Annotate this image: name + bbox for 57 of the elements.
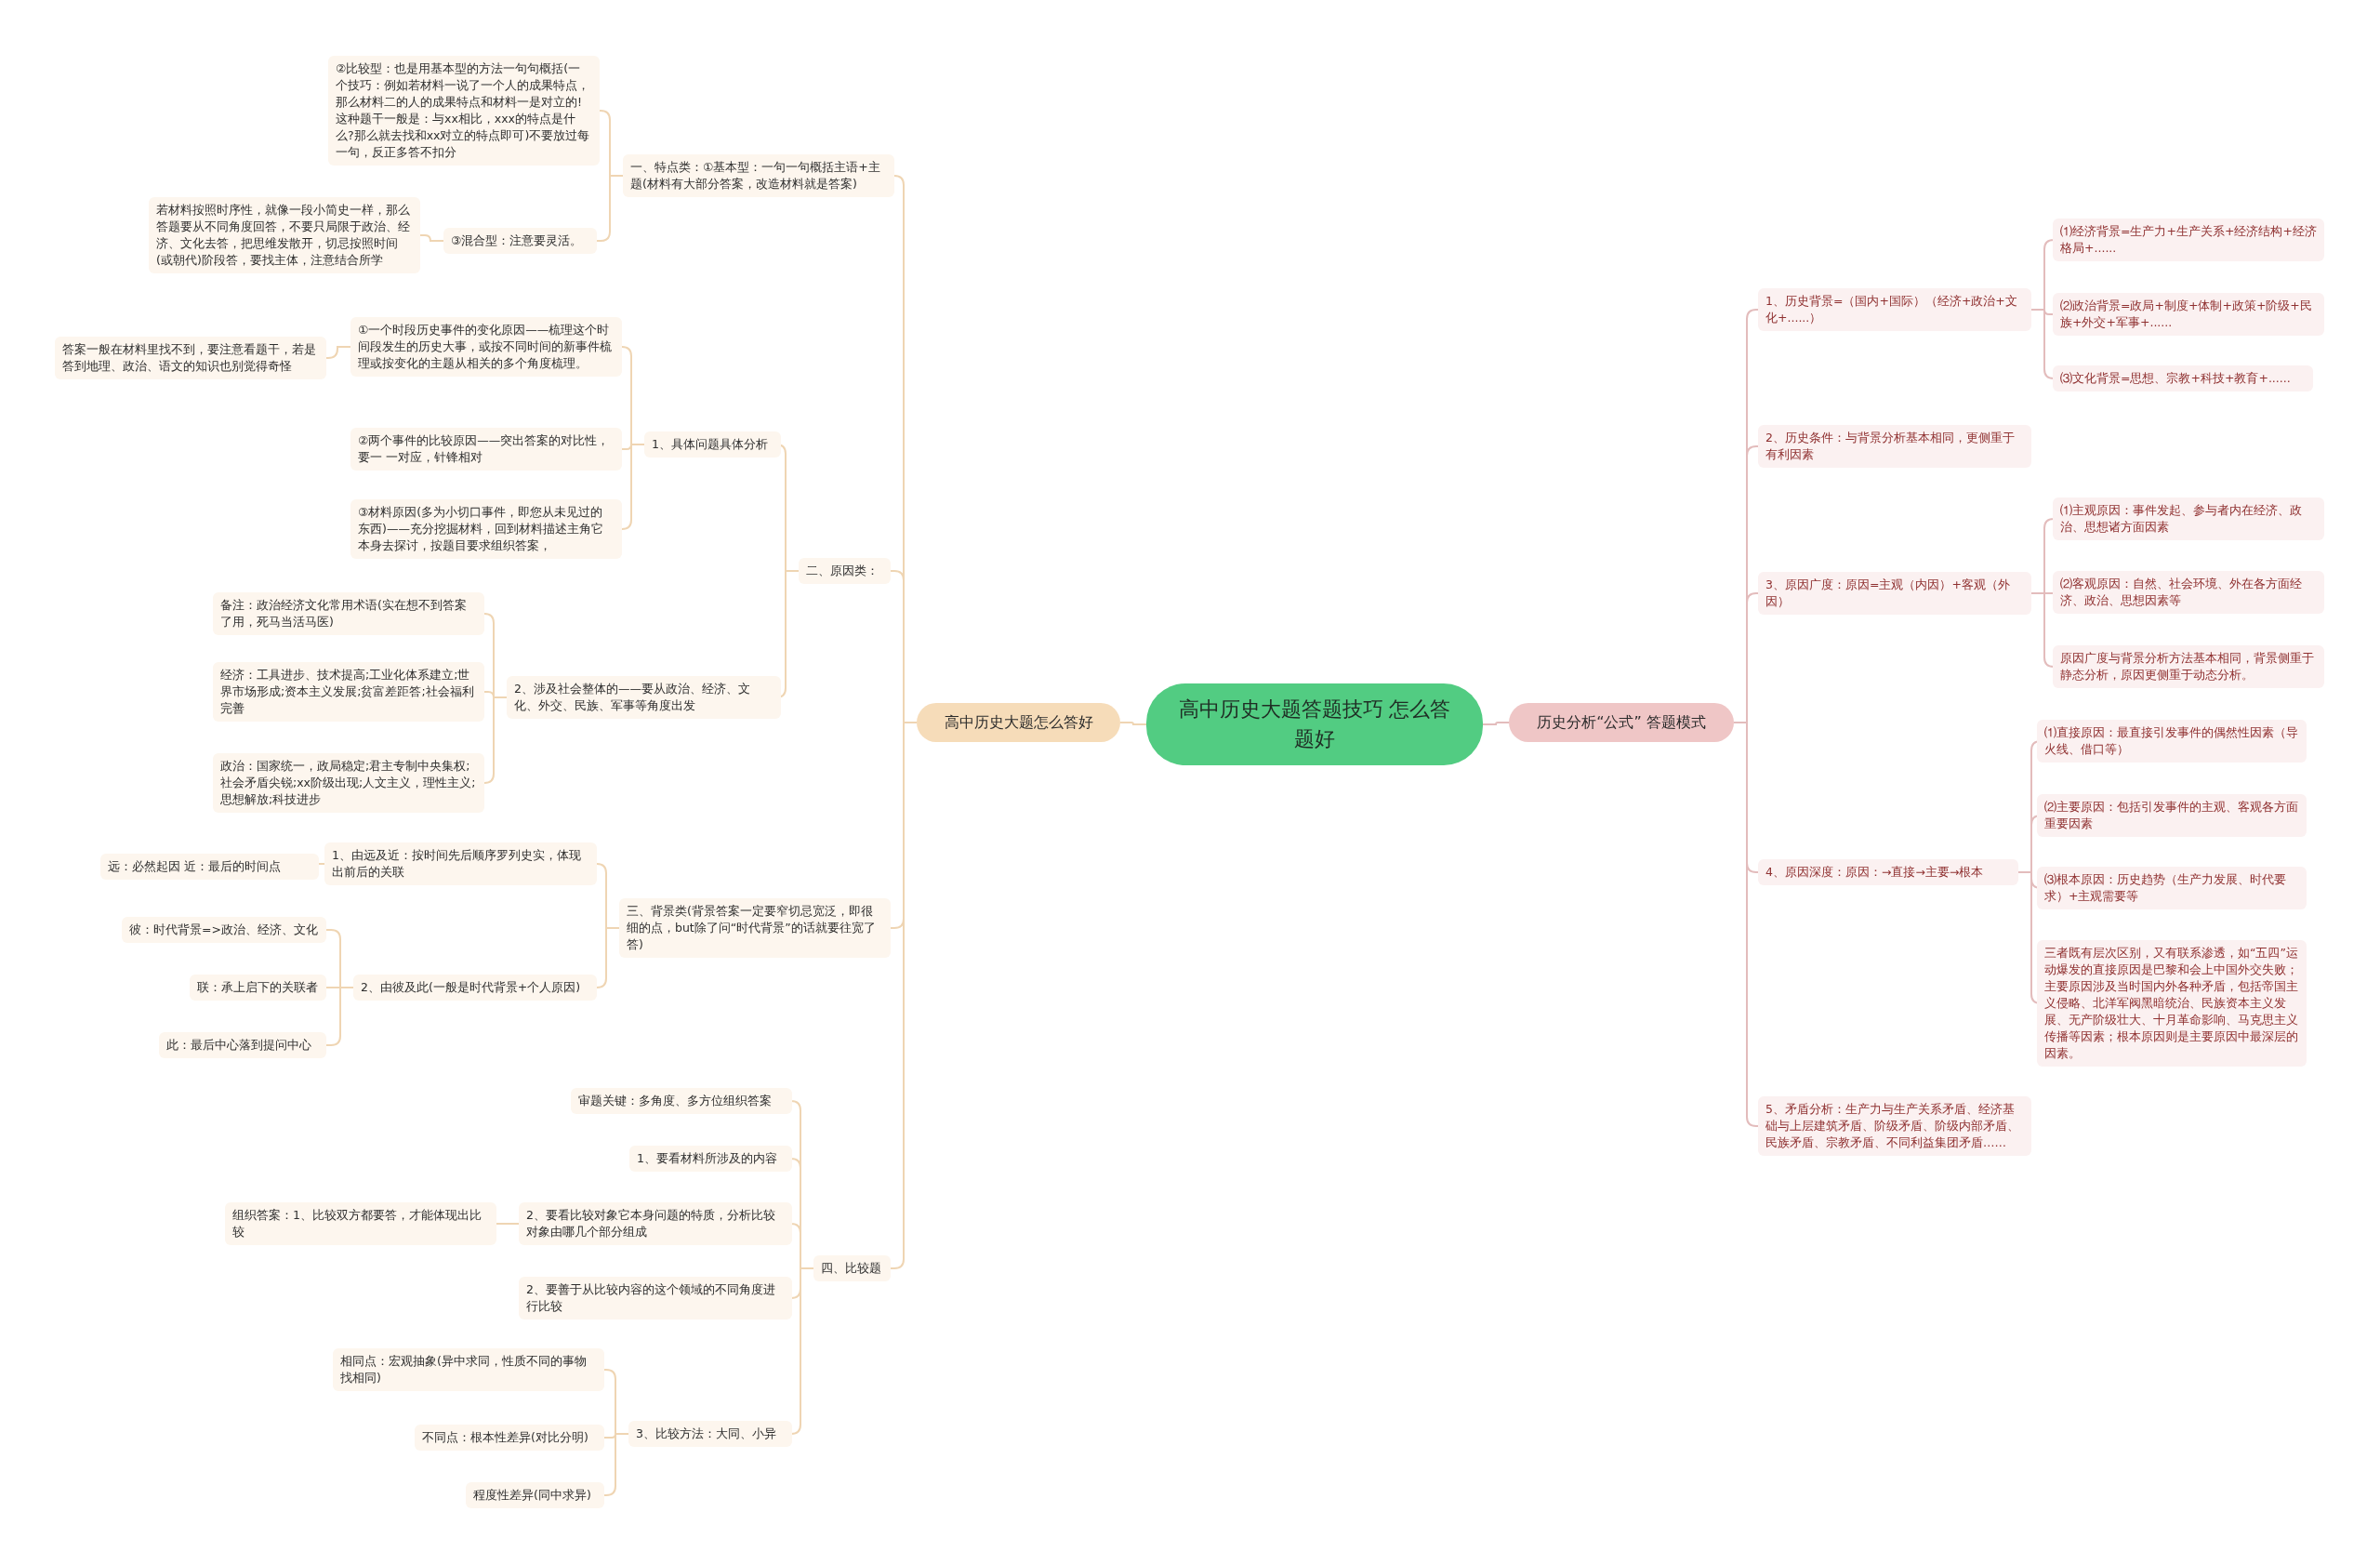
subtopic-box: 联：承上启下的关联者 [190, 975, 326, 1001]
subtopic-box: 经济：工具进步、技术提高;工业化体系建立;世界市场形成;资本主义发展;贫富差距答;社会福利完善 [213, 662, 484, 722]
subtopic-box: ①一个时段历史事件的变化原因——梳理这个时间段发生的历史大事，或按不同时间的新事件梳理或按变化的主题从相关的多个角度梳理。 [350, 317, 622, 377]
subtopic-box: 组织答案：1、比较双方都要答，才能体现出比较 [225, 1202, 496, 1245]
subtopic-box: 此：最后中心落到提问中心 [159, 1032, 326, 1058]
subtopic-box: ⑵主要原因：包括引发事件的主观、客观各方面重要因素 [2037, 794, 2307, 837]
subtopic-box: 1、历史背景=（国内+国际）（经济+政治+文化+......） [1758, 288, 2031, 331]
subtopic-box: 2、历史条件：与背景分析基本相同，更侧重于有利因素 [1758, 425, 2031, 468]
subtopic-box: 2、由彼及此(一般是时代背景+个人原因) [353, 975, 597, 1001]
connector-line [621, 444, 645, 530]
connector-line [596, 927, 620, 988]
subtopic-box: ⑶根本原因：历史趋势（生产力发展、时代要求）+主观需要等 [2037, 867, 2307, 909]
subtopic-box: ⑴经济背景=生产力+生产关系+经济结构+经济格局+...... [2053, 219, 2324, 261]
subtopic-box: ⑵客观原因：自然、社会环境、外在各方面经济、政治、思想因素等 [2053, 571, 2324, 614]
subtopic-box: 三者既有层次区别，又有联系渗透，如“五四”运动爆发的直接原因是巴黎和会上中国外交失败；主要原因涉及当时国内外各种矛盾，包括帝国主义侵略、北洋军阀黑暗统治、民族资本主义发展、无产阶级壮大、十月革命影响、马克思主义传播等因素；根本原因则是主要原因中最深层的因素。 [2037, 940, 2307, 1067]
subtopic-box: 3、原因广度：原因=主观（内因）+客观（外因） [1758, 572, 2031, 615]
subtopic-box: 若材料按照时序性，就像一段小简史一样，那么答题要从不同角度回答，不要只局限于政治、经济、文化去答，把思维发散开，切忌按照时间(或朝代)阶段答，要找主体，注意结合所学 [149, 197, 420, 273]
connector-line [603, 1433, 629, 1496]
subtopic-box: 彼：时代背景=>政治、经济、文化 [122, 917, 326, 943]
subtopic-box: 答案一般在材料里找不到，要注意看题干，若是答到地理、政治、语文的知识也别觉得奇怪 [55, 337, 326, 379]
subtopic-box: 二、原因类： [799, 558, 891, 584]
connector-line [419, 234, 444, 242]
subtopic-box: 程度性差异(同中求异) [466, 1482, 604, 1508]
central-topic: 高中历史大题答题技巧 怎么答题好 [1146, 683, 1483, 765]
main-topic: 高中历史大题怎么答好 [917, 703, 1120, 742]
subtopic-box: 不同点：根本性差异(对比分明) [415, 1425, 604, 1451]
subtopic-box: 远：必然起因 近：最后的时间点 [100, 854, 319, 880]
subtopic-box: 3、比较方法：大同、小异 [628, 1421, 792, 1447]
subtopic-box: 1、具体问题具体分析 [644, 431, 781, 458]
subtopic-box: 备注：政治经济文化常用术语(实在想不到答案了用，死马当活马医) [213, 592, 484, 635]
connector-line [496, 1223, 520, 1225]
subtopic-box: ⑴主观原因：事件发起、参与者内在经济、政治、思想诸方面因素 [2053, 497, 2324, 540]
subtopic-box: 5、矛盾分析：生产力与生产关系矛盾、经济基础与上层建筑矛盾、阶级矛盾、阶级内部矛盾、民族矛盾、宗教矛盾、不同利益集团矛盾…… [1758, 1096, 2031, 1156]
subtopic-box: 原因广度与背景分析方法基本相同，背景侧重于静态分析，原因更侧重于动态分析。 [2053, 645, 2324, 688]
subtopic-box: ②两个事件的比较原因——突出答案的对比性，要一 一对应，针锋相对 [350, 428, 622, 471]
subtopic-box: 三、背景类(背景答案一定要窄切忌宽泛，即很细的点，but除了问“时代背景”的话就要往宽了答) [619, 898, 891, 958]
connector-line [325, 346, 351, 359]
connector-line [1119, 722, 1147, 725]
subtopic-box: 2、涉及社会整体的——要从政治、经济、文化、外交、民族、军事等角度出发 [507, 676, 781, 719]
subtopic-box: 一、特点类：①基本型：一句一句概括主语+主题(材料有大部分答案，改造材料就是答案) [623, 154, 894, 197]
subtopic-box: ⑶文化背景=思想、宗教+科技+教育+...... [2053, 365, 2313, 391]
subtopic-box: 审题关键：多角度、多方位组织答案 [571, 1088, 792, 1114]
subtopic-box: ③混合型：注意要灵活。 [443, 228, 597, 254]
subtopic-box: 1、要看材料所涉及的内容 [629, 1146, 792, 1172]
subtopic-box: ②比较型：也是用基本型的方法一句句概括(一个技巧：例如若材料一说了一个人的成果特点，那么材料二的人的成果特点和材料一是对立的!这种题干一般是：与xx相比，xxx的特点是什么?那么就去找和xx对立的特点即可)不要放过每一句，反正多答不扣分 [328, 56, 600, 166]
subtopic-box: 四、比较题 [813, 1255, 891, 1281]
subtopic-box: 政治：国家统一，政局稳定;君主专制中央集权;社会矛盾尖锐;xx阶级出现;人文主义，理性主义;思想解放;科技进步 [213, 753, 484, 813]
subtopic-box: 4、原因深度：原因：→直接→主要→根本 [1758, 859, 2018, 885]
subtopic-box: ⑴直接原因：最直接引发事件的偶然性因素（导火线、借口等） [2037, 720, 2307, 763]
main-topic: 历史分析“公式” 答题模式 [1509, 703, 1734, 742]
subtopic-box: 2、要看比较对象它本身问题的特质，分析比较对象由哪几个部分组成 [519, 1202, 792, 1245]
connector-line [1482, 722, 1510, 725]
subtopic-box: ③材料原因(多为小切口事件，即您从未见过的东西)——充分挖掘材料，回到材料描述主角它本身去探讨，按题目要求组织答案， [350, 499, 622, 559]
subtopic-box: 1、由远及近：按时间先后顺序罗列史实，体现出前后的关联 [324, 842, 597, 885]
subtopic-box: ⑵政治背景=政局+制度+体制+政策+阶级+民族+外交+军事+...... [2053, 293, 2324, 336]
subtopic-box: 2、要善于从比较内容的这个领域的不同角度进行比较 [519, 1277, 792, 1320]
subtopic-box: 相同点：宏观抽象(异中求同，性质不同的事物找相同) [333, 1348, 604, 1391]
